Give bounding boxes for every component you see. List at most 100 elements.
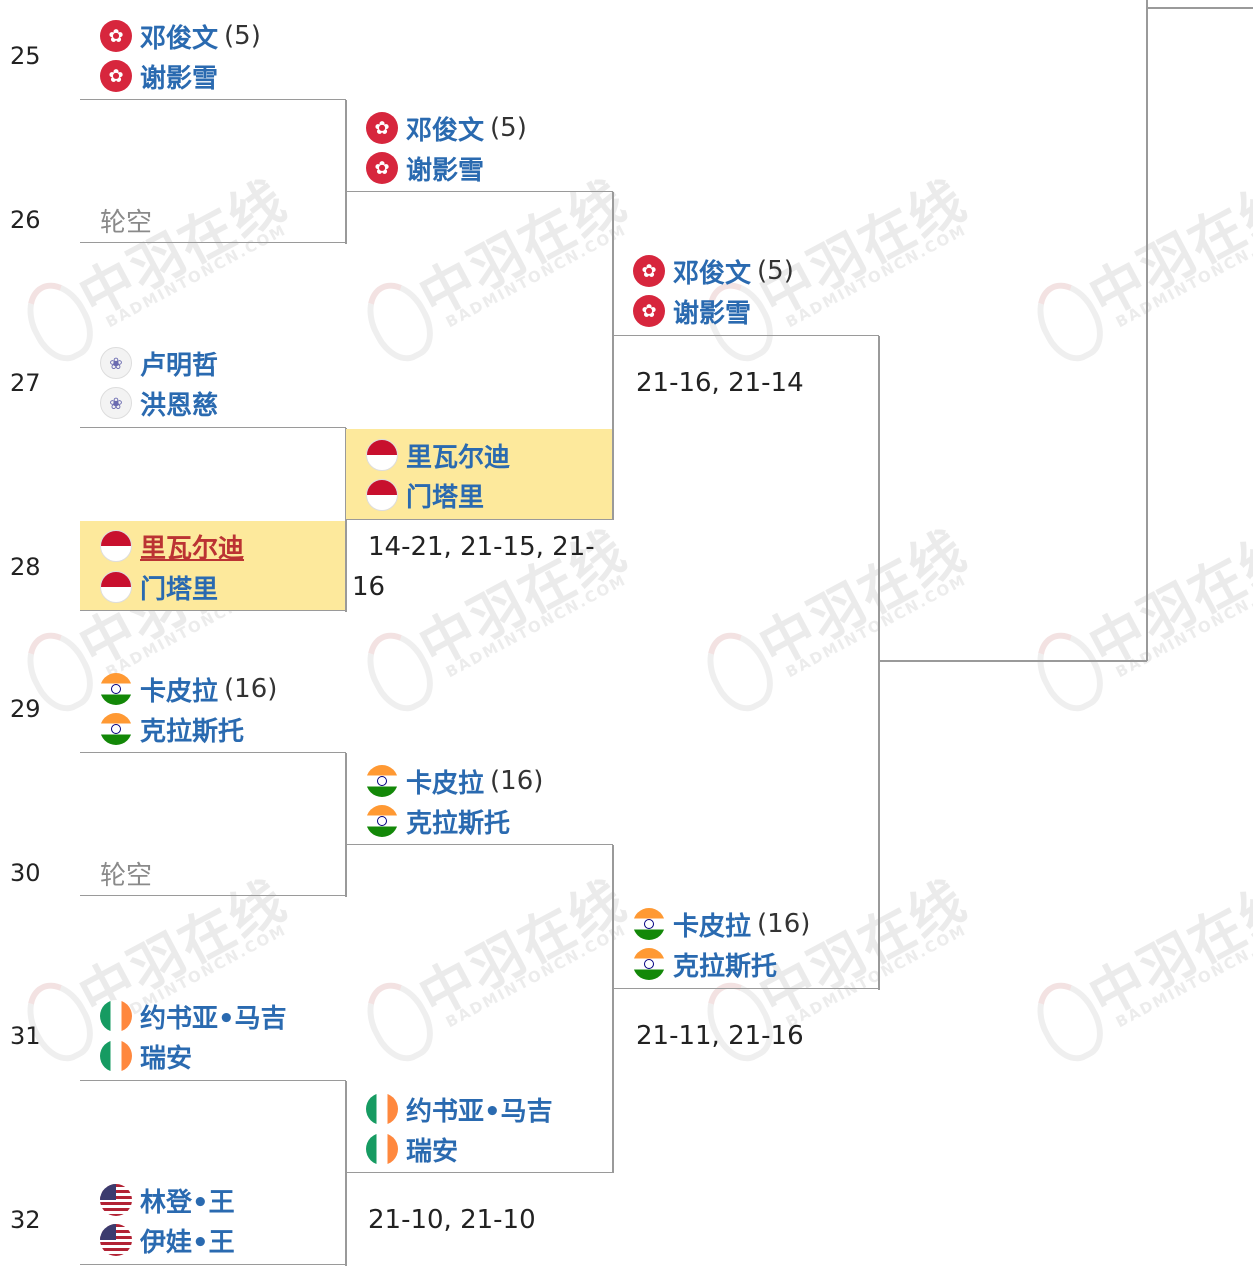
hong-kong-flag-icon [633, 255, 665, 287]
player-row: 瑞安 [100, 1039, 193, 1074]
seed-number: 25 [10, 42, 41, 70]
seed-number: 28 [10, 553, 41, 581]
bracket-connector [1146, 0, 1148, 661]
ireland-flag-icon [100, 1040, 132, 1072]
player-name-link[interactable]: 谢影雪 [140, 63, 219, 94]
player-name-link[interactable]: 克拉斯托 [673, 951, 778, 982]
player-name-link[interactable]: 伊娃•王 [140, 1227, 235, 1258]
hong-kong-flag-icon [100, 60, 132, 92]
player-row: 克拉斯托 [100, 712, 245, 747]
player-seed: (5) [490, 113, 527, 143]
ireland-flag-icon [100, 1000, 132, 1032]
match-box-r3: 卡皮拉 (16) 克拉斯托 [613, 904, 879, 989]
bracket-connector [1146, 7, 1253, 9]
indonesia-flag-icon [366, 479, 398, 511]
india-flag-icon [633, 908, 665, 940]
player-seed: (5) [757, 256, 794, 286]
match-box-r1: 邓俊文 (5) 谢影雪 [80, 16, 346, 100]
player-row: 门塔里 [100, 570, 219, 605]
watermark-subtext: BADMINTONCN.COM [442, 570, 630, 682]
watermark-logo-icon [1024, 621, 1115, 722]
player-row: 伊娃•王 [100, 1223, 235, 1258]
player-name-link[interactable]: 约书亚•马吉 [140, 1003, 287, 1034]
player-name-link[interactable]: 邓俊文 [673, 258, 752, 289]
watermark-logo-icon [354, 621, 445, 722]
bracket-connector [879, 660, 1147, 662]
ireland-flag-icon [366, 1133, 398, 1165]
player-name-link[interactable]: 洪恩慈 [140, 390, 219, 421]
player-name-link[interactable]: 邓俊文 [140, 23, 219, 54]
bracket-connector [345, 753, 347, 897]
player-name-link[interactable]: 里瓦尔迪 [406, 442, 511, 473]
player-row: 谢影雪 [100, 59, 219, 94]
player-name-link[interactable]: 克拉斯托 [140, 716, 245, 747]
match-box-r1-bye: 轮空 [80, 753, 346, 896]
player-row: 邓俊文 (5) [633, 254, 794, 289]
indonesia-flag-icon [366, 439, 398, 471]
hong-kong-flag-icon [633, 295, 665, 327]
match-box-r1-bye: 轮空 [80, 100, 346, 243]
seed-number: 27 [10, 369, 41, 397]
chinese-taipei-flag-icon [100, 347, 132, 379]
player-name-link[interactable]: 谢影雪 [673, 298, 752, 329]
bye-label: 轮空 [100, 208, 153, 238]
player-seed: (16) [757, 909, 811, 939]
player-name-link[interactable]: 克拉斯托 [406, 808, 511, 839]
match-box-r1: 卢明哲 洪恩慈 [80, 343, 346, 428]
seed-number: 30 [10, 859, 41, 887]
india-flag-icon [633, 948, 665, 980]
match-score: 21-16, 21-14 [636, 368, 804, 398]
player-row: 约书亚•马吉 [366, 1092, 553, 1127]
watermark-text: 中羽在线 [749, 518, 977, 679]
player-row: 邓俊文 (5) [366, 111, 527, 146]
player-seed: (5) [224, 21, 261, 51]
seed-number: 32 [10, 1206, 41, 1234]
player-seed: (16) [224, 674, 278, 704]
player-name-link[interactable]: 卡皮拉 [406, 768, 485, 799]
bracket-connector [345, 1081, 347, 1266]
watermark-subtext: BADMINTONCN.COM [1112, 570, 1253, 682]
player-row: 洪恩慈 [100, 386, 219, 421]
hong-kong-flag-icon [366, 112, 398, 144]
player-row: 谢影雪 [633, 294, 752, 329]
player-name-link[interactable]: 瑞安 [406, 1136, 459, 1167]
match-score: 14-21, 21-15, 21- [368, 532, 595, 562]
match-box-r3: 邓俊文 (5) 谢影雪 [613, 251, 879, 336]
watermark-text: 中羽在线 [1079, 868, 1253, 1029]
player-name-link[interactable]: 里瓦尔迪 [140, 533, 245, 564]
player-name-link[interactable]: 门塔里 [406, 482, 485, 513]
player-row: 约书亚•马吉 [100, 999, 287, 1034]
player-name-link[interactable]: 约书亚•马吉 [406, 1096, 553, 1127]
bracket-connector [612, 192, 614, 520]
player-name-link[interactable]: 卡皮拉 [140, 676, 219, 707]
player-name-link[interactable]: 卢明哲 [140, 350, 219, 381]
watermark-subtext: BADMINTONCN.COM [442, 920, 630, 1032]
indonesia-flag-icon [100, 571, 132, 603]
player-row: 谢影雪 [366, 151, 485, 186]
player-row: 卡皮拉 (16) [366, 764, 543, 799]
match-score: 21-10, 21-10 [368, 1205, 536, 1235]
player-name-link[interactable]: 卡皮拉 [673, 911, 752, 942]
hong-kong-flag-icon [366, 152, 398, 184]
player-name-link[interactable]: 邓俊文 [406, 115, 485, 146]
player-row: 克拉斯托 [366, 804, 511, 839]
match-box-r2: 邓俊文 (5) 谢影雪 [346, 108, 613, 192]
player-name-link[interactable]: 瑞安 [140, 1043, 193, 1074]
player-name-link[interactable]: 谢影雪 [406, 155, 485, 186]
player-name-link[interactable]: 林登•王 [140, 1187, 235, 1218]
bracket-connector [345, 428, 347, 612]
watermark-logo-icon [694, 621, 785, 722]
bye-label: 轮空 [100, 861, 153, 891]
chinese-taipei-flag-icon [100, 387, 132, 419]
usa-flag-icon [100, 1224, 132, 1256]
player-row: 克拉斯托 [633, 947, 778, 982]
player-name-link[interactable]: 门塔里 [140, 574, 219, 605]
player-row: 里瓦尔迪 [100, 529, 245, 564]
india-flag-icon [100, 713, 132, 745]
player-row: 林登•王 [100, 1183, 235, 1218]
match-box-r2: 约书亚•马吉 瑞安 [346, 1089, 613, 1173]
player-row: 瑞安 [366, 1132, 459, 1167]
